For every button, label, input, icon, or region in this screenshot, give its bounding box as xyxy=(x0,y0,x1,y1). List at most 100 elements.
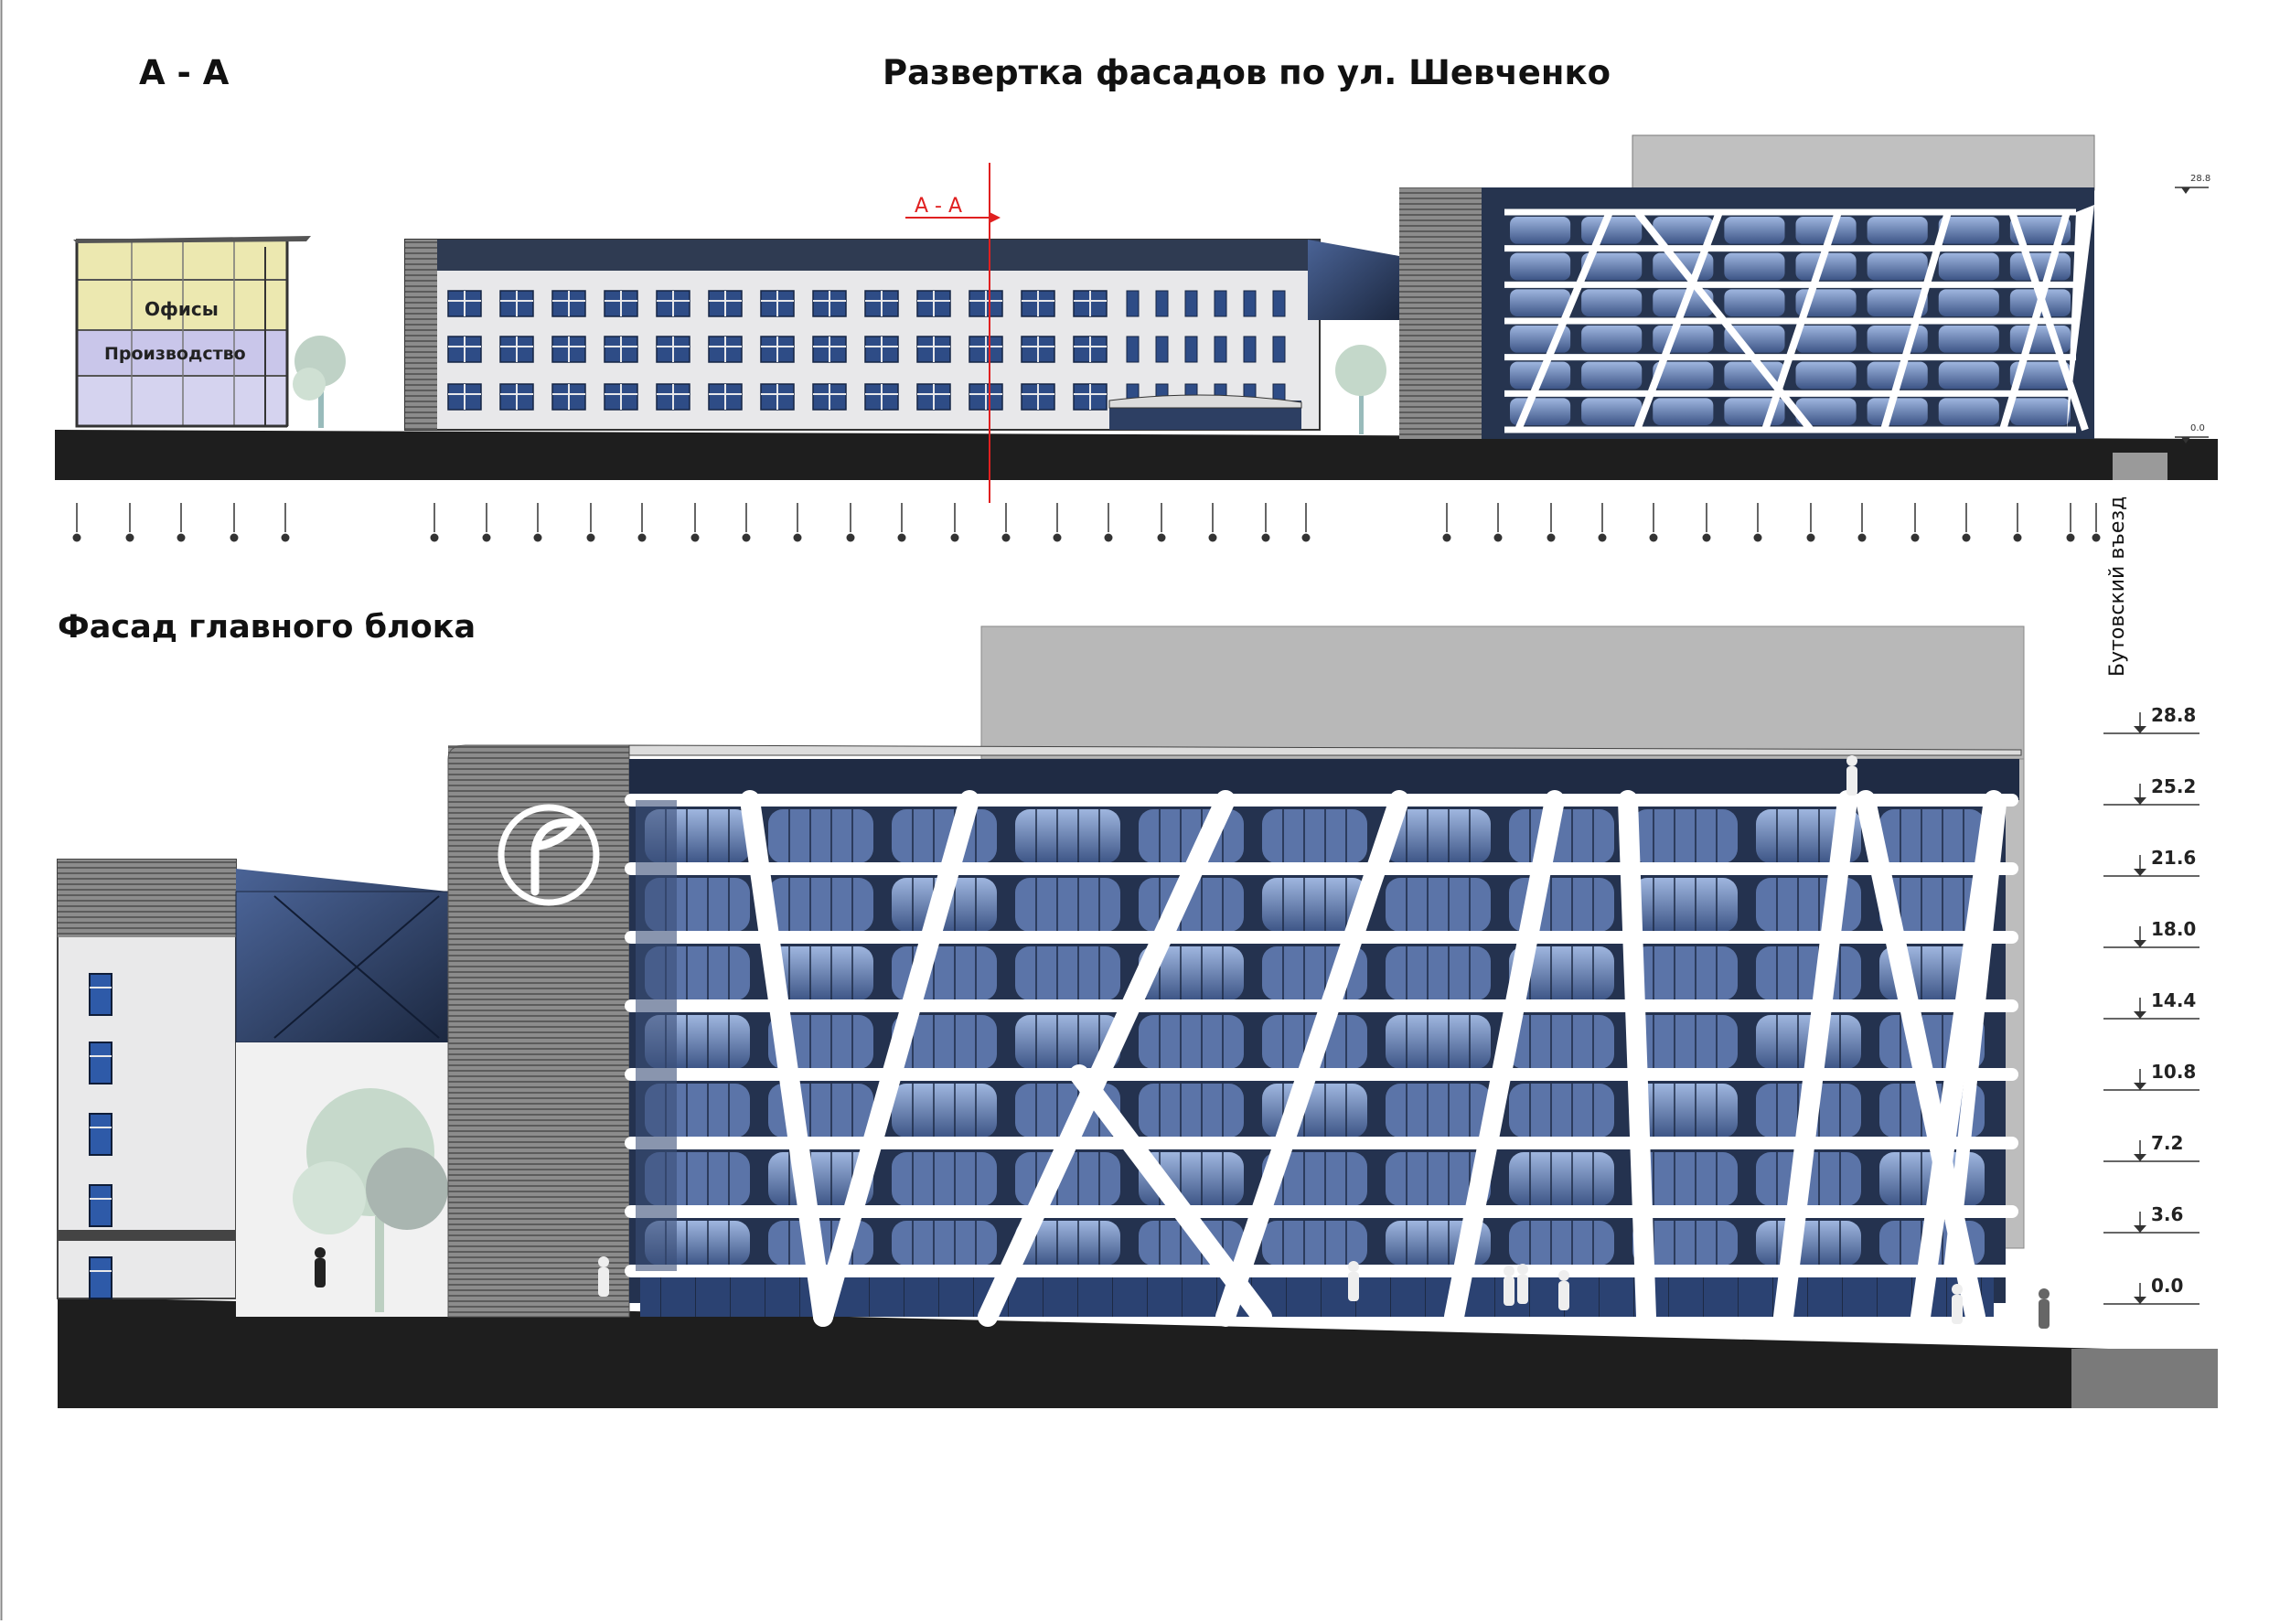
window xyxy=(1155,290,1169,317)
glass-panel xyxy=(1795,361,1857,390)
glass-panel xyxy=(1724,289,1785,316)
top-level-markers: 28.8 0.0 xyxy=(2175,174,2210,443)
window xyxy=(1126,290,1140,317)
window xyxy=(1243,336,1257,363)
glass-panel xyxy=(2009,217,2071,244)
glass-panel xyxy=(1386,1152,1491,1206)
axis-dot xyxy=(1547,533,1556,542)
person-icon xyxy=(1348,1261,1359,1272)
glass-panel xyxy=(1632,809,1738,863)
glass-panel xyxy=(1879,809,1985,863)
glass-panel xyxy=(1386,1084,1491,1138)
glass-panel xyxy=(1724,217,1785,244)
axis-dot xyxy=(125,533,134,542)
glass-panel xyxy=(1015,809,1120,863)
level-label: 10.8 xyxy=(2151,1061,2196,1083)
middle-building xyxy=(404,239,1399,431)
glass-panel xyxy=(1653,217,1714,244)
level-arrow-icon xyxy=(2134,797,2146,805)
tree-icon xyxy=(1335,345,1386,434)
glass-panel xyxy=(1139,1084,1244,1138)
person-icon xyxy=(598,1267,609,1297)
ground-band-top xyxy=(55,430,2218,480)
axis-dot xyxy=(1261,533,1270,542)
window xyxy=(89,1256,112,1299)
glass-panel xyxy=(892,1152,997,1206)
axis-dot xyxy=(1910,533,1920,542)
glass-panel xyxy=(768,946,873,1000)
glass-panel xyxy=(1867,217,1928,244)
axis-dot xyxy=(1702,533,1711,542)
section-building xyxy=(73,236,311,428)
level-arrow-icon xyxy=(2134,1011,2146,1019)
axis-dot xyxy=(1962,533,1971,542)
glass-panel xyxy=(1653,326,1714,353)
window xyxy=(1272,336,1286,363)
glass-panel xyxy=(1262,809,1367,863)
glass-panel xyxy=(1581,217,1643,244)
axis-dot xyxy=(1104,533,1113,542)
glass-panel xyxy=(1653,361,1714,390)
glass-panel xyxy=(1938,398,1999,425)
glass-panel xyxy=(2009,398,2071,425)
glass-panel xyxy=(1015,1015,1120,1069)
level-arrow-icon xyxy=(2134,1154,2146,1161)
ground-band-main xyxy=(58,1297,2218,1408)
glass-panel xyxy=(1262,878,1367,932)
top-level-label: 0.0 xyxy=(2190,423,2205,433)
glass-panel xyxy=(1795,252,1857,281)
glass-panel xyxy=(1632,1084,1738,1138)
axis-dot xyxy=(1442,533,1451,542)
level-label: 18.0 xyxy=(2151,918,2196,940)
glass-panel xyxy=(1015,878,1120,932)
axis-dot xyxy=(1493,533,1503,542)
person-icon xyxy=(1952,1295,1963,1324)
offices-label: Офисы xyxy=(144,298,219,320)
glass-panel xyxy=(1632,1152,1738,1206)
glass-panel xyxy=(1795,398,1857,425)
glass-panel xyxy=(2009,361,2071,390)
glass-panel xyxy=(1938,289,1999,316)
person-icon xyxy=(315,1258,326,1287)
person-icon xyxy=(1846,755,1857,766)
tree-icon xyxy=(293,336,346,428)
axis-dot xyxy=(430,533,439,542)
person-icon xyxy=(1504,1266,1514,1277)
window xyxy=(1184,336,1198,363)
main-facade: 28.825.221.618.014.410.87.23.60.0 xyxy=(57,625,2218,1408)
glass-panel xyxy=(1724,252,1785,281)
level-marks: 28.825.221.618.014.410.87.23.60.0 xyxy=(2103,704,2199,1305)
section-marker-label: А - А xyxy=(915,195,962,218)
level-arrow-icon xyxy=(2134,726,2146,733)
axis-dot xyxy=(2013,533,2022,542)
level-label: 0.0 xyxy=(2151,1275,2183,1297)
window xyxy=(1214,336,1227,363)
glass-panel xyxy=(1795,326,1857,353)
glass-panel xyxy=(1938,252,1999,281)
axis-dot xyxy=(1157,533,1166,542)
entry-ramp-main xyxy=(2071,1349,2218,1408)
glass-panel xyxy=(1938,217,1999,244)
glass-panel xyxy=(1653,398,1714,425)
person-icon xyxy=(315,1247,326,1258)
glass-panel xyxy=(1139,946,1244,1000)
glass-panel xyxy=(1756,946,1861,1000)
glass-panel xyxy=(1632,946,1738,1000)
axis-dot xyxy=(533,533,542,542)
glass-panel xyxy=(1509,946,1614,1000)
glass-panel xyxy=(1879,878,1985,932)
glass-panel xyxy=(1386,946,1491,1000)
person-icon xyxy=(1517,1275,1528,1304)
person-icon xyxy=(2039,1299,2050,1329)
level-label: 7.2 xyxy=(2151,1132,2183,1154)
glass-panel xyxy=(1581,326,1643,353)
glass-panel xyxy=(768,878,873,932)
axis-dot xyxy=(72,533,81,542)
person-icon xyxy=(2039,1288,2050,1299)
glass-panel xyxy=(1867,326,1928,353)
window xyxy=(89,1184,112,1227)
person-icon xyxy=(598,1256,609,1267)
glass-panel xyxy=(1510,217,1571,244)
